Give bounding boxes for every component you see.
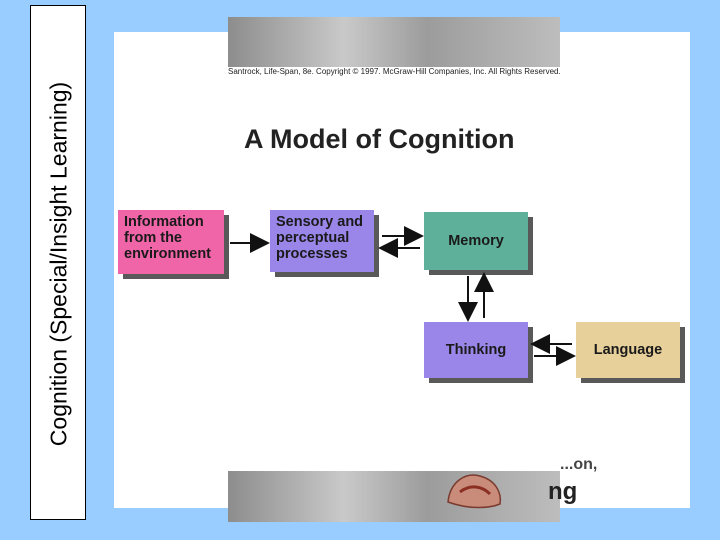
partial-text-bottom: ng xyxy=(548,478,578,505)
diagram-title: A Model of Cognition xyxy=(244,124,515,154)
box-sensory-perceptual: Sensory and perceptual processes xyxy=(270,210,374,272)
copyright-line: Santrock, Life-Span, 8e. Copyright © 199… xyxy=(228,67,561,76)
photo-strip-top xyxy=(228,17,560,67)
box-memory: Memory xyxy=(424,212,528,270)
box-thinking: Thinking xyxy=(424,322,528,378)
figure-illustration xyxy=(447,474,502,509)
partial-text-top: ...on, xyxy=(560,456,598,473)
box-environment: Information from the environment xyxy=(118,210,224,274)
box-language: Language xyxy=(576,322,680,378)
side-title-panel: Cognition (Special/Insight Learning) xyxy=(30,5,86,520)
photo-strip-bottom xyxy=(228,471,560,522)
